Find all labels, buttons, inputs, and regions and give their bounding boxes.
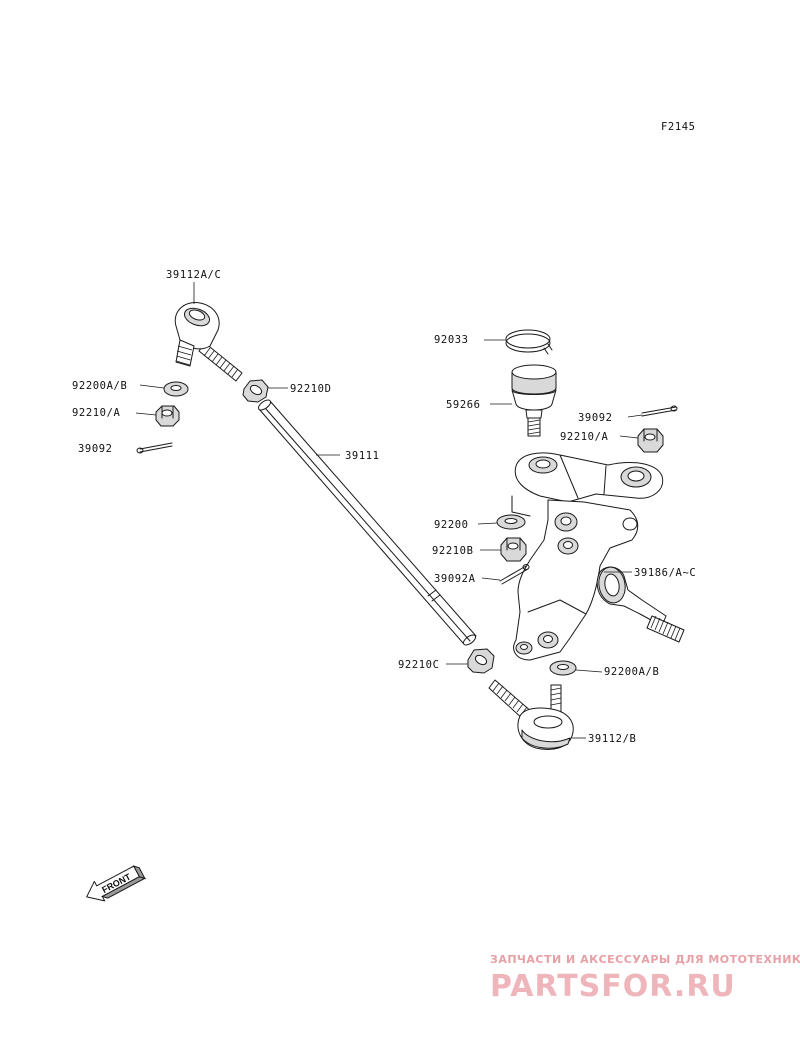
label-cotter-pin-left: 39092 xyxy=(78,443,113,455)
label-washer-lower: 92200A/B xyxy=(604,666,659,678)
label-nut-lower-rod: 92210C xyxy=(398,659,440,671)
label-nut-upper-rod: 92210D xyxy=(290,383,332,395)
nut-upper-rod xyxy=(242,379,269,403)
watermark-logo: PARTSFOR.RU xyxy=(490,969,736,1004)
label-cotter-pin-knuckle: 39092A xyxy=(434,573,476,585)
label-tie-rod-end-upper: 39112A/C xyxy=(166,269,221,281)
label-ball-joint: 59266 xyxy=(446,399,481,411)
tie-rod-end-lower xyxy=(488,679,574,750)
front-arrow: FRONT xyxy=(86,865,147,902)
label-knuckle: 39186/A~C xyxy=(634,567,696,579)
nut-lower-rod xyxy=(467,648,495,674)
cotter-pin-right xyxy=(641,405,678,417)
washer-left xyxy=(163,381,189,397)
label-nut-castle-right: 92210/A xyxy=(560,431,609,443)
snap-ring xyxy=(505,329,553,355)
label-tie-rod: 39111 xyxy=(345,450,380,462)
washer-lower xyxy=(549,660,577,676)
nut-castle-left xyxy=(155,405,180,427)
label-cotter-pin-right: 39092 xyxy=(578,412,613,424)
knuckle xyxy=(511,452,685,661)
ball-joint xyxy=(511,364,557,437)
label-tie-rod-end-lower: 39112/B xyxy=(588,733,636,745)
nut-knuckle xyxy=(500,537,527,562)
nut-castle-right xyxy=(637,428,664,453)
tie-rod-end-upper xyxy=(174,302,243,382)
cotter-pin-left xyxy=(136,442,173,454)
label-nut-knuckle: 92210B xyxy=(432,545,474,557)
figure-code: F2145 xyxy=(661,121,696,133)
label-washer-knuckle: 92200 xyxy=(434,519,469,531)
washer-knuckle xyxy=(496,514,526,530)
label-washer-left: 92200A/B xyxy=(72,380,127,392)
watermark-tagline: ЗАПЧАСТИ И АКСЕССУАРЫ ДЛЯ МОТОТЕХНИКИ xyxy=(490,953,800,966)
tie-rod xyxy=(257,399,477,646)
label-nut-castle-left: 92210/A xyxy=(72,407,121,419)
cotter-pin-knuckle xyxy=(499,564,530,585)
label-snap-ring: 92033 xyxy=(434,334,469,346)
